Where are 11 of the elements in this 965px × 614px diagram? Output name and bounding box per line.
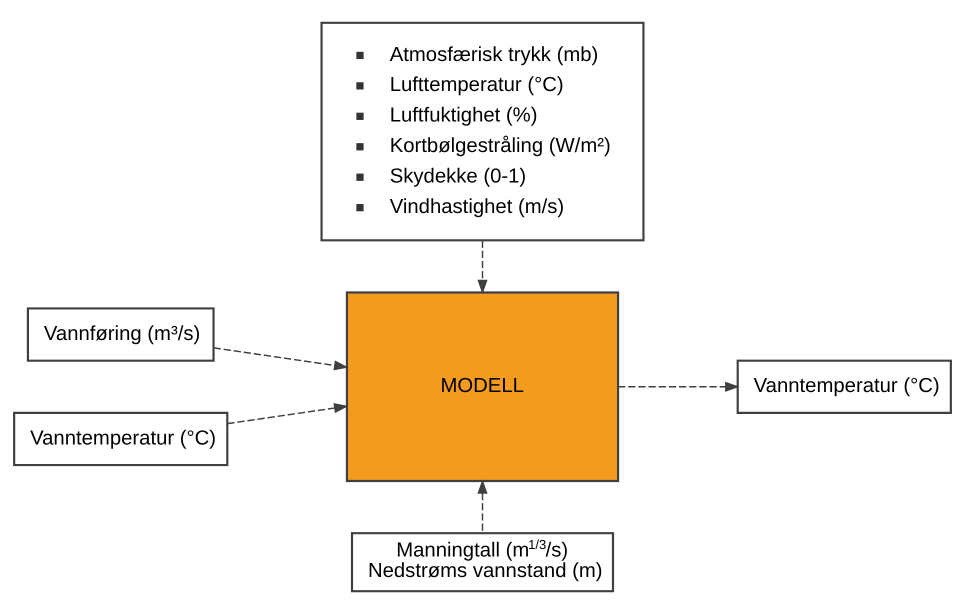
arrow — [477, 240, 488, 294]
node-box: Manningtall (m$^{1/3}$/s) Nedstrøms vannstand (m) — [350, 532, 614, 592]
node-box: Vanntemperatur (°C) — [736, 360, 952, 414]
arrow — [227, 403, 349, 424]
node-box: Vannføring (m³/s) — [26, 307, 215, 362]
node-box: Vanntemperatur (°C) — [13, 412, 228, 466]
arrow — [477, 479, 488, 533]
node-box: MODELL — [346, 291, 620, 482]
arrow — [618, 382, 740, 392]
arrow — [214, 347, 349, 370]
node-box: Atmosfærisk trykk (mb) Lufttemperatur (°C) Luftfuktighet (%) Kortbølgestråling (W/m²) Skydekke (0-1) Vindhastighet (m/s) — [320, 22, 645, 242]
